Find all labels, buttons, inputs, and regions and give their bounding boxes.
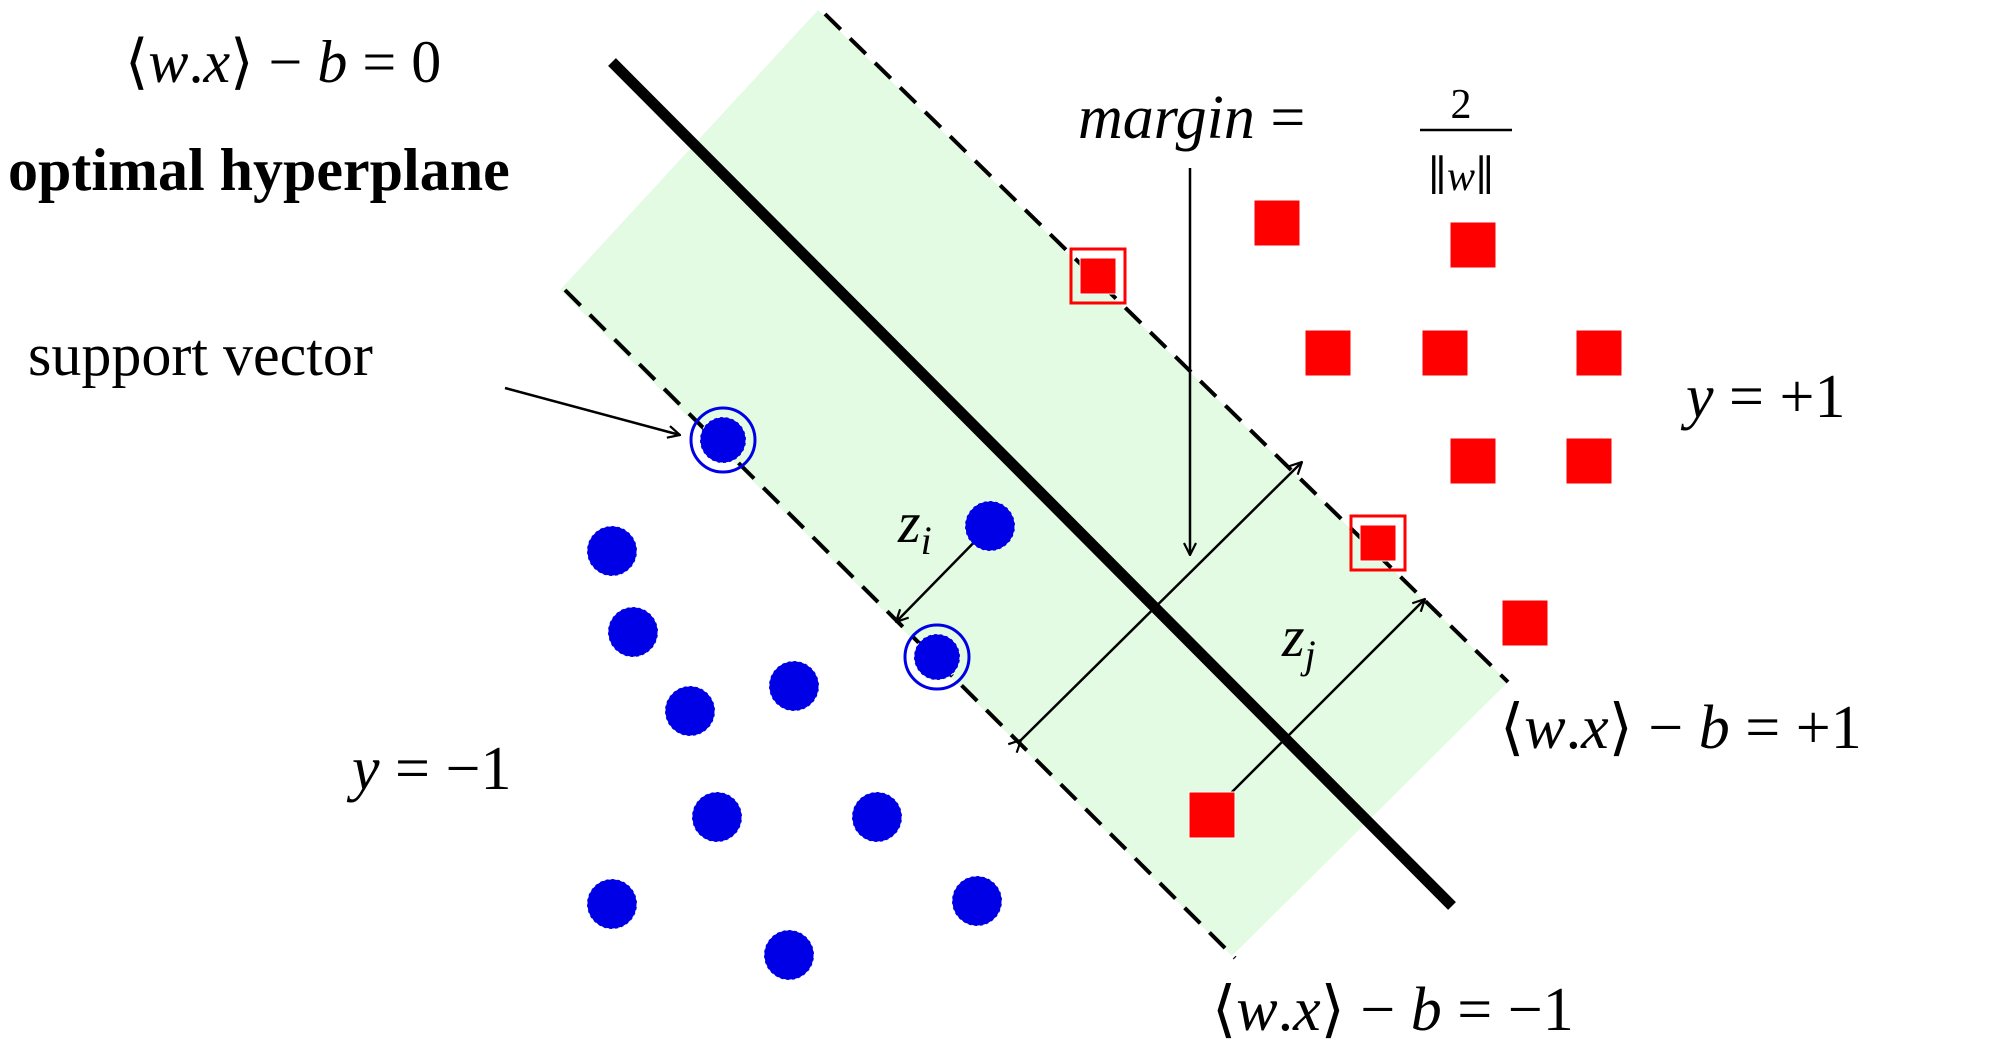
margin-fraction-denominator: ∥w∥ xyxy=(1428,154,1495,200)
negative-point xyxy=(664,685,716,737)
plus-one-plane-label: ⟨w.x⟩ − b = +1 xyxy=(1500,694,1862,762)
positive-point xyxy=(1449,221,1497,269)
margin-width-arrow xyxy=(1021,462,1302,740)
positive-class-label: y = +1 xyxy=(1680,363,1845,431)
positive-point xyxy=(1253,199,1301,247)
plus-one-hyperplane xyxy=(823,12,1510,684)
hyperplane-equation-label: ⟨w.x⟩ − b = 0 xyxy=(125,29,441,95)
negative-point xyxy=(768,660,820,712)
minus-one-hyperplane xyxy=(563,288,1237,960)
support-vector-positive xyxy=(1349,514,1407,572)
positive-point xyxy=(1501,599,1549,647)
support-vector-label: support vector xyxy=(28,322,373,388)
margin-label: margin = xyxy=(1078,84,1305,152)
support-vector-negative xyxy=(903,623,971,691)
negative-point xyxy=(586,878,638,930)
support-vector-positive xyxy=(1069,247,1127,305)
positive-point xyxy=(1188,791,1236,839)
support-vector-negative xyxy=(689,406,757,474)
negative-point xyxy=(763,929,815,981)
positive-point xyxy=(1565,437,1613,485)
negative-class-points xyxy=(586,406,1016,981)
z-j-distance-arrow xyxy=(1211,599,1425,813)
positive-point xyxy=(1304,329,1352,377)
optimal-hyperplane-title: optimal hyperplane xyxy=(8,137,510,203)
positive-point xyxy=(1575,329,1623,377)
negative-point xyxy=(851,791,903,843)
z-i-label: zi xyxy=(897,490,932,563)
positive-point xyxy=(1449,437,1497,485)
negative-point xyxy=(586,525,638,577)
minus-one-plane-label: ⟨w.x⟩ − b = −1 xyxy=(1212,976,1574,1044)
negative-class-label: y = −1 xyxy=(346,735,511,803)
negative-point xyxy=(691,791,743,843)
negative-point xyxy=(951,875,1003,927)
negative-point xyxy=(964,500,1016,552)
positive-class-points xyxy=(1069,199,1623,839)
optimal-hyperplane-line xyxy=(608,58,1456,910)
positive-point xyxy=(1421,329,1469,377)
support-vector-pointer-arrow xyxy=(504,386,680,435)
margin-fraction-numerator: 2 xyxy=(1451,82,1472,128)
negative-point xyxy=(607,606,659,658)
z-j-label: zj xyxy=(1281,604,1316,677)
